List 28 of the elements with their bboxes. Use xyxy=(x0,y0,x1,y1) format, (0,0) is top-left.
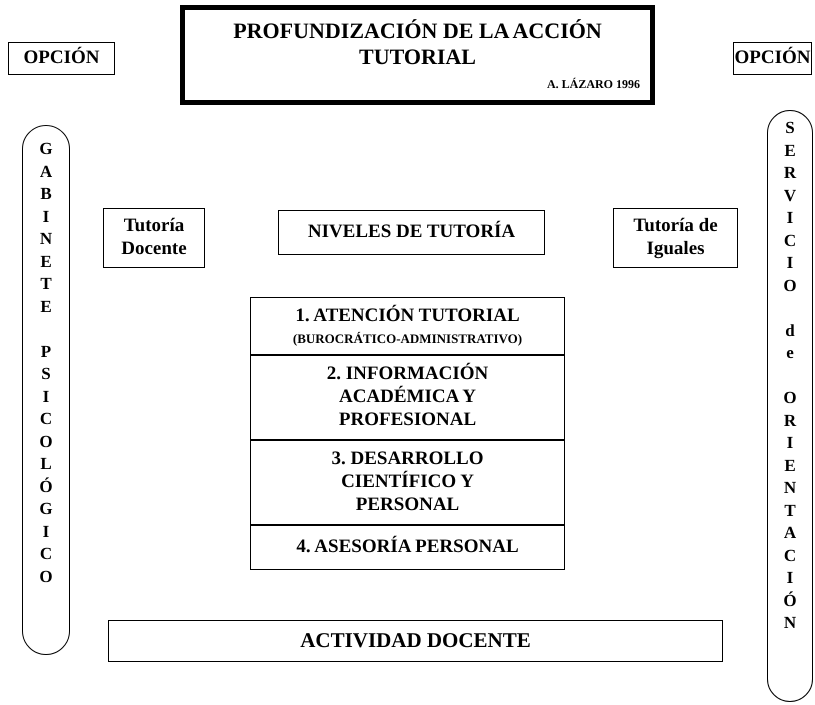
text-box xyxy=(103,208,205,268)
text-box xyxy=(250,525,565,570)
author-note: A. LÁZARO 1996 xyxy=(546,76,640,92)
node-label: 4. ASESORÍA PERSONAL xyxy=(295,536,520,559)
vertical-label-box xyxy=(22,125,70,655)
text-box xyxy=(613,208,738,268)
node-label: Tutoría Docente xyxy=(120,215,188,261)
title-text: PROFUNDIZACIÓN DE LA ACCIÓN TUTORIAL xyxy=(232,18,603,71)
vertical-label-box xyxy=(767,110,813,702)
node-label: 1. ATENCIÓN TUTORIAL xyxy=(294,305,521,328)
node-label: Tutoría de Iguales xyxy=(632,215,719,261)
node-sublabel: (BUROCRÁTICO-ADMINISTRATIVO) xyxy=(292,331,524,347)
text-box xyxy=(108,620,723,662)
vertical-text: SERVICIO de ORIENTACIÓN xyxy=(782,117,798,634)
text-box xyxy=(8,42,115,75)
title-box xyxy=(180,5,655,105)
node-label: 3. DESARROLLO CIENTÍFICO Y PERSONAL xyxy=(330,448,485,517)
text-box xyxy=(250,297,565,355)
node-label: ACTIVIDAD DOCENTE xyxy=(299,628,532,654)
text-box xyxy=(250,440,565,525)
vertical-text: GABINETE PSICOLÓGICO xyxy=(38,138,54,588)
text-box xyxy=(250,355,565,440)
node-label: NIVELES DE TUTORÍA xyxy=(306,221,516,244)
node-label: 2. INFORMACIÓN ACADÉMICA Y PROFESIONAL xyxy=(326,363,490,432)
node-label: OPCIÓN xyxy=(734,47,812,70)
text-box xyxy=(278,210,545,255)
text-box xyxy=(733,42,812,75)
node-label: OPCIÓN xyxy=(22,47,100,70)
